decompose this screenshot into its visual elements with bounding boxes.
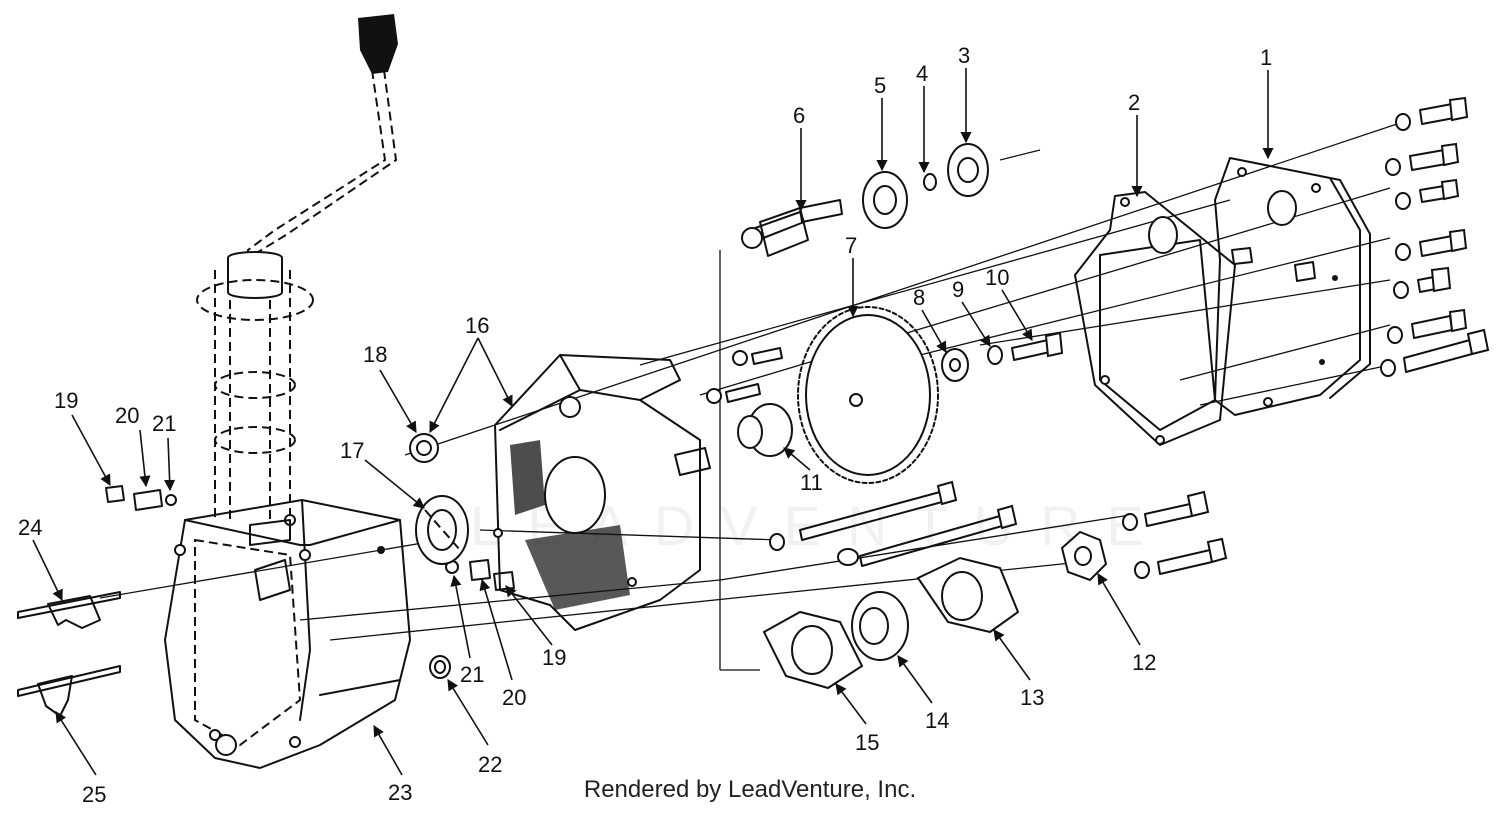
bearing-17 bbox=[415, 495, 469, 565]
callout-10: 10 bbox=[985, 265, 1009, 290]
callout-23: 23 bbox=[388, 780, 412, 805]
callout-2: 2 bbox=[1128, 90, 1140, 115]
callout-1: 1 bbox=[1260, 45, 1272, 70]
callout-16: 16 bbox=[465, 313, 489, 338]
callout-5: 5 bbox=[874, 73, 886, 98]
case-bolts bbox=[706, 347, 783, 404]
nut-12 bbox=[1060, 530, 1108, 582]
callout-6: 6 bbox=[793, 103, 805, 128]
callout-21-right: 21 bbox=[460, 662, 484, 687]
callout-20-left: 20 bbox=[115, 403, 139, 428]
callout-9: 9 bbox=[952, 277, 964, 302]
bearing-14 bbox=[851, 591, 909, 661]
callout-14: 14 bbox=[925, 708, 949, 733]
spacer-11 bbox=[737, 403, 793, 457]
callout-19-right: 19 bbox=[542, 645, 566, 670]
bearing-5 bbox=[862, 171, 908, 229]
callout-11: 11 bbox=[800, 470, 823, 495]
detent-parts-left bbox=[105, 485, 177, 511]
callout-4: 4 bbox=[916, 61, 928, 86]
callout-20-right: 20 bbox=[502, 685, 526, 710]
transmission-housing bbox=[164, 499, 411, 769]
spur-gear-7 bbox=[797, 306, 939, 484]
callout-3: 3 bbox=[958, 43, 970, 68]
callout-leaders bbox=[32, 68, 1274, 776]
center-case bbox=[493, 354, 711, 631]
shift-lever bbox=[196, 14, 398, 520]
bearing-3 bbox=[947, 143, 989, 197]
callout-numbers: 1 2 3 4 5 6 7 8 9 10 11 12 13 14 15 16 1… bbox=[18, 43, 1272, 807]
gasket-2 bbox=[1074, 191, 1236, 446]
input-shaft-gear bbox=[741, 199, 843, 257]
callout-22: 22 bbox=[478, 752, 502, 777]
shift-rails bbox=[17, 591, 121, 717]
callout-17: 17 bbox=[340, 438, 364, 463]
render-credit: Rendered by LeadVenture, Inc. bbox=[583, 776, 917, 803]
lock-washer-9 bbox=[987, 345, 1003, 365]
callout-13: 13 bbox=[1020, 685, 1044, 710]
callout-8: 8 bbox=[913, 285, 925, 310]
retainer-13 bbox=[916, 556, 1020, 634]
cover-bolts bbox=[1380, 96, 1490, 377]
gasket-15 bbox=[762, 610, 864, 690]
seal-18 bbox=[409, 433, 439, 463]
snap-ring-4 bbox=[923, 173, 937, 191]
callout-19-left: 19 bbox=[54, 388, 78, 413]
callout-24: 24 bbox=[18, 515, 42, 540]
cover-plate-1 bbox=[1214, 157, 1371, 416]
washer-8 bbox=[941, 348, 969, 382]
callout-25: 25 bbox=[82, 782, 106, 807]
plug-22 bbox=[429, 655, 451, 679]
callout-21-left: 21 bbox=[152, 411, 176, 436]
callout-7: 7 bbox=[845, 233, 857, 258]
bolt-10 bbox=[1011, 331, 1064, 361]
callout-18: 18 bbox=[363, 342, 387, 367]
lower-right-bolts bbox=[1122, 490, 1228, 579]
callout-15: 15 bbox=[855, 730, 879, 755]
long-through-bolts bbox=[769, 480, 1018, 567]
callout-12: 12 bbox=[1132, 650, 1156, 675]
